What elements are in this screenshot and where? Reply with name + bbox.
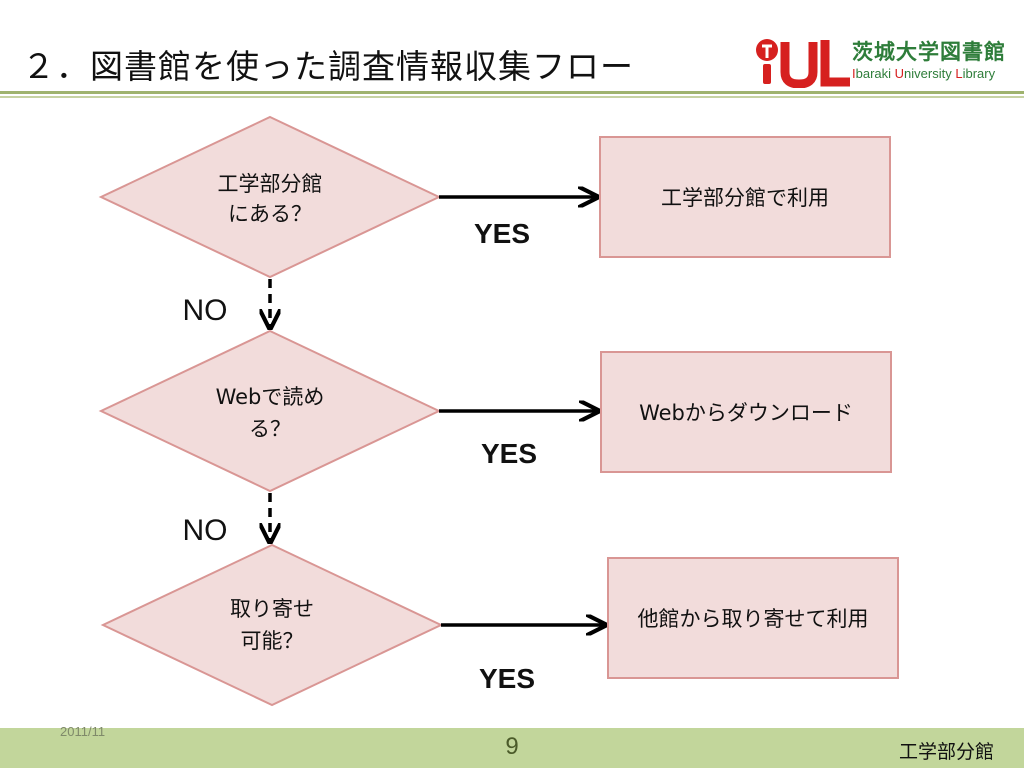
result-1-label: 工学部分館で利用: [661, 186, 829, 210]
yes-label-2: YES: [481, 438, 537, 469]
logo-english-name: Ibaraki University Library: [852, 66, 996, 81]
decision-3-line2: 可能？: [241, 629, 304, 653]
footer-date: 2011/11: [60, 724, 106, 739]
result-node-1: [599, 136, 891, 258]
decision-1-line2: にある？: [228, 202, 312, 226]
result-node-2: [600, 351, 892, 473]
result-3-label: 他館から取り寄せて利用: [638, 607, 869, 631]
page-number: 9: [505, 733, 519, 760]
slide-title: ２．図書館を使った調査情報収集フロー: [22, 47, 634, 86]
result-2-label: Webからダウンロード: [639, 401, 853, 425]
logo-mark-icon: [756, 39, 850, 89]
footer-department: 工学部分館: [898, 741, 994, 763]
no-label-1: NO: [183, 294, 228, 327]
decision-node-1: [98, 115, 442, 279]
decision-1-line1: 工学部分館: [218, 172, 323, 196]
decision-node-3: [100, 543, 444, 707]
title-underline-thin: [0, 96, 1024, 98]
university-library-logo[interactable]: 茨城大学図書館 Ibaraki University Library: [755, 36, 1020, 89]
decision-3-line1: 取り寄せ: [230, 597, 314, 621]
decision-node-2: [98, 329, 442, 493]
no-label-2: NO: [183, 514, 228, 547]
footer-bar: [0, 728, 1024, 768]
yes-label-1: YES: [474, 218, 530, 249]
result-node-3: [607, 557, 899, 679]
title-underline: [0, 91, 1024, 94]
logo-japanese-name: 茨城大学図書館: [852, 40, 1006, 64]
flowchart: 工学部分館 にある？ 工学部分館で利用 YES NO Webで読め る？ Web…: [98, 115, 899, 707]
decision-2-line2: る？: [249, 417, 291, 441]
yes-label-3: YES: [479, 663, 535, 694]
decision-2-line1: Webで読め: [216, 385, 325, 409]
